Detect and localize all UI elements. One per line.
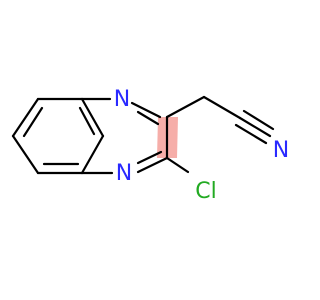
molecule-structure: N N N Cl [11,87,289,204]
bond [80,134,105,175]
structure-canvas: N N N Cl [11,87,289,204]
bond [130,101,162,119]
bond [11,97,40,138]
bond [136,150,163,165]
substituents [165,95,275,174]
atom-n4-label: N [116,161,132,186]
bond [11,134,40,175]
bond [136,156,169,174]
bond-double-inner [22,106,44,138]
bond-ch2-cn [202,95,242,120]
bond-c-cl [165,156,190,174]
bond-triple [234,123,268,145]
bond-triple [242,109,275,131]
benzene-ring [11,97,105,175]
bond [80,97,105,138]
atom-cl-label: Cl [195,179,216,204]
bond-triple [238,116,272,138]
bond [136,110,160,126]
bond-double-inner [78,106,96,136]
pyrazine-ring [80,97,169,175]
bond-ch2 [165,95,206,119]
atom-n1-label: N [114,87,130,112]
atom-nitrile-n-label: N [273,138,289,163]
